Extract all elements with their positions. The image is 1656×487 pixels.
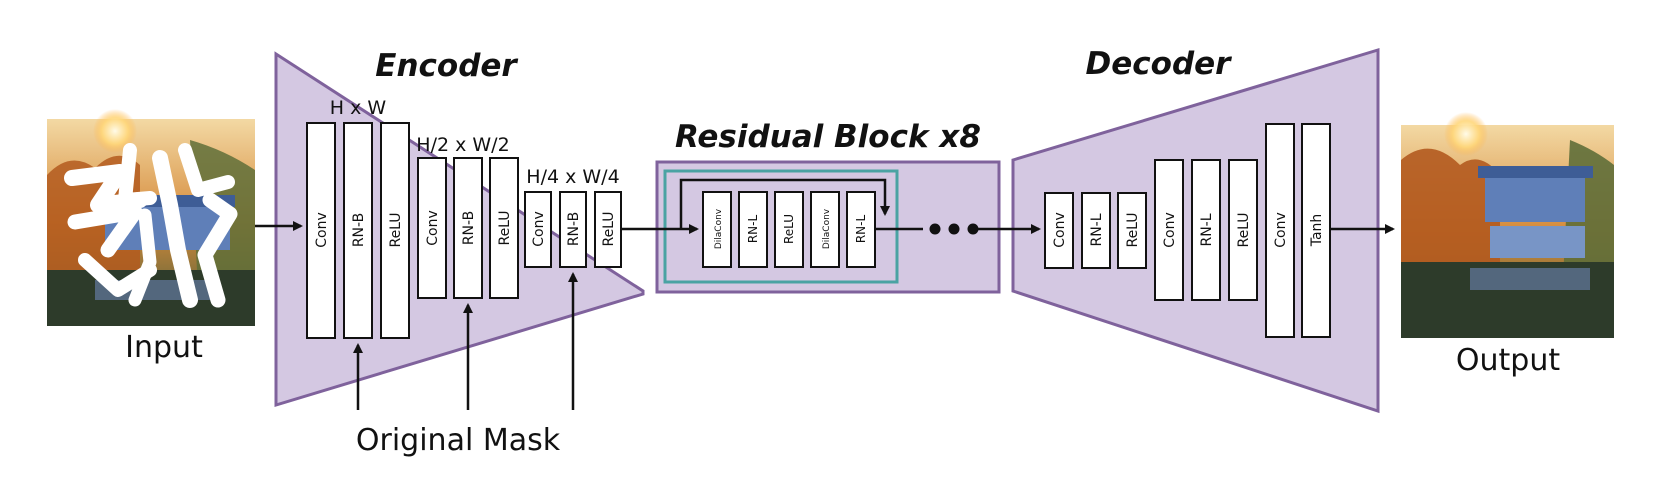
rn-b-label: RN-B — [351, 213, 367, 247]
dilaconv-label: DilaConv — [714, 208, 724, 249]
residual-title: Residual Block x8 — [675, 119, 981, 155]
conv-layer — [306, 122, 336, 339]
relu-layer — [380, 122, 410, 339]
output-image — [1401, 112, 1614, 338]
conv-label: Conv — [314, 212, 330, 248]
conv-layer — [1044, 192, 1074, 269]
conv-label: Conv — [1052, 212, 1068, 248]
encoder-dim-1: H x W — [330, 97, 387, 119]
rn-b-layer — [453, 157, 483, 299]
relu-label: ReLU — [782, 214, 796, 244]
encoder-dim-3: H/4 x W/4 — [526, 166, 619, 188]
mask-strokes — [64, 143, 238, 308]
input-image — [47, 109, 255, 326]
encoder-stage-2: Conv RN-B ReLU — [417, 157, 519, 299]
relu-layer — [1228, 159, 1258, 301]
rn-b-label: RN-B — [566, 212, 582, 246]
rn-l-layer — [738, 191, 768, 268]
encoder-stage-3: Conv RN-B ReLU — [524, 191, 622, 268]
decoder-stage-1: Conv RN-L ReLU — [1044, 192, 1147, 269]
decoder-title: Decoder — [1086, 46, 1233, 82]
conv-label: Conv — [531, 211, 547, 247]
mask-arrows — [353, 272, 578, 410]
rn-b-layer — [343, 122, 373, 339]
rn-b-label: RN-B — [461, 211, 477, 245]
conv-layer — [1265, 123, 1295, 338]
conv-label: Conv — [1162, 212, 1178, 248]
relu-label: ReLU — [497, 210, 513, 245]
relu-layer — [774, 191, 804, 268]
rn-b-layer — [559, 191, 587, 268]
decoder-stage-2: Conv RN-L ReLU — [1154, 159, 1258, 301]
mask-label: Original Mask — [356, 423, 561, 458]
tanh-label: Tanh — [1309, 214, 1325, 248]
relu-layer — [489, 157, 519, 299]
conv-label: Conv — [425, 210, 441, 246]
relu-layer — [1117, 192, 1147, 269]
dilaconv-layer — [810, 191, 840, 268]
rn-l-label: RN-L — [854, 215, 868, 244]
encoder-dim-2: H/2 x W/2 — [416, 134, 509, 156]
rn-l-label: RN-L — [746, 215, 760, 244]
rn-l-label: RN-L — [1089, 213, 1105, 246]
encoder-stage-1: Conv RN-B ReLU — [306, 122, 410, 339]
decoder-stage-3: Conv Tanh — [1265, 123, 1331, 338]
dilaconv-label: DilaConv — [822, 208, 832, 249]
relu-label: ReLU — [388, 212, 404, 247]
conv-layer — [524, 191, 552, 268]
relu-label: ReLU — [1125, 212, 1141, 247]
output-label: Output — [1456, 343, 1560, 378]
encoder-title: Encoder — [375, 48, 518, 84]
residual-layers: DilaConv RN-L ReLU DilaConv RN-L — [702, 191, 876, 268]
rn-l-label: RN-L — [1199, 213, 1215, 246]
relu-label: ReLU — [1236, 212, 1252, 247]
dilaconv-layer — [702, 191, 732, 268]
relu-layer — [594, 191, 622, 268]
tanh-layer — [1301, 123, 1331, 338]
input-label: Input — [125, 330, 203, 365]
ellipsis-dots — [929, 223, 979, 235]
rn-l-layer — [1191, 159, 1221, 301]
conv-label: Conv — [1273, 212, 1289, 248]
rn-l-layer — [846, 191, 876, 268]
rn-l-layer — [1081, 192, 1111, 269]
conv-layer — [417, 157, 447, 299]
conv-layer — [1154, 159, 1184, 301]
relu-label: ReLU — [601, 211, 617, 246]
skip-connection-arrow — [679, 178, 890, 229]
